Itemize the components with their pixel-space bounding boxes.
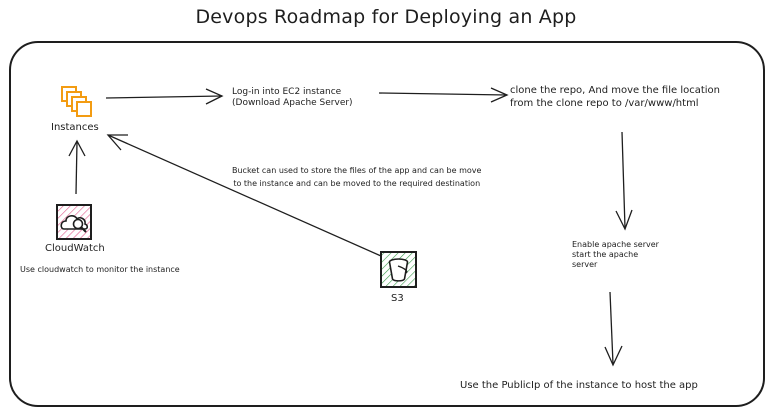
login-note: Log-in into EC2 instance (Download Apach… <box>232 87 353 109</box>
s3-label: S3 <box>391 293 404 304</box>
publicip-note: Use the PublicIp of the instance to host… <box>460 380 698 391</box>
cloudwatch-note: Use cloudwatch to monitor the instance <box>20 265 180 274</box>
login-line-2: (Download Apache Server) <box>232 98 353 108</box>
apache-line-2: start the apache <box>572 250 639 259</box>
bucket-line-1: Bucket can used to store the files of th… <box>232 166 482 175</box>
s3-bucket-icon <box>380 251 417 288</box>
ec2-instances-icon <box>61 86 92 117</box>
container-frame <box>9 41 765 407</box>
diagram-title: Devops Roadmap for Deploying an App <box>195 6 577 28</box>
arrow-clone-to-apache <box>615 131 633 231</box>
apache-line-3: server <box>572 260 598 269</box>
apache-line-1: Enable apache server <box>572 240 659 249</box>
clone-note: clone the repo, And move the file locati… <box>510 84 720 110</box>
login-line-1: Log-in into EC2 instance <box>232 87 342 97</box>
arrow-cloudwatch-to-instances <box>68 139 86 195</box>
instances-label: Instances <box>51 122 99 133</box>
bucket-line-2: to the instance and can be moved to the … <box>233 179 481 188</box>
arrow-login-to-clone <box>378 87 509 103</box>
arrow-apache-to-publicip <box>604 291 623 367</box>
apache-note: Enable apache server start the apache se… <box>572 240 659 270</box>
bucket-note: Bucket can used to store the files of th… <box>232 164 481 190</box>
cloudwatch-label: CloudWatch <box>45 243 105 254</box>
clone-line-2: from the clone repo to /var/www/html <box>510 98 699 109</box>
clone-line-1: clone the repo, And move the file locati… <box>510 85 721 96</box>
arrow-instances-to-login <box>105 88 224 105</box>
arrow-s3-to-instances <box>106 134 382 257</box>
cloudwatch-icon <box>56 204 92 240</box>
